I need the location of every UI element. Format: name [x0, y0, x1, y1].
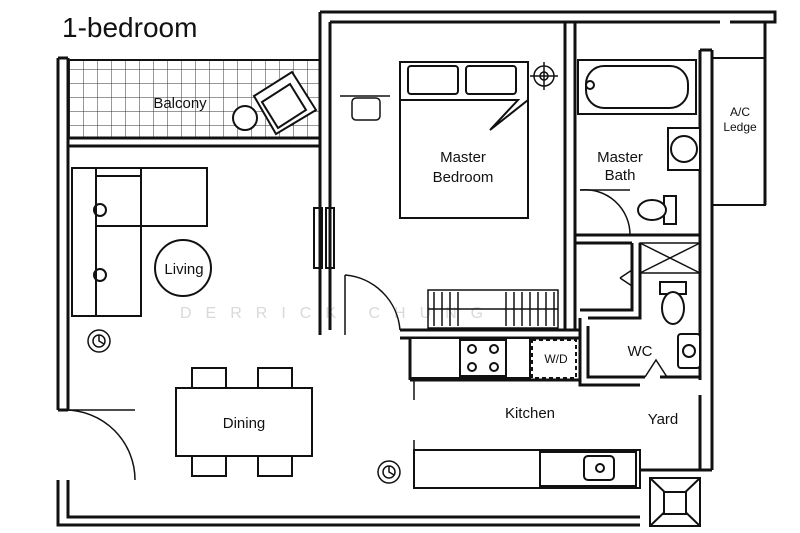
bath-sink: [667, 127, 701, 171]
bath-toilet: [637, 195, 677, 225]
dining-set: [175, 367, 313, 477]
plan-title: 1-bedroom: [62, 12, 198, 43]
desk-chair: [340, 95, 390, 121]
label-ac-ledge-1: A/C: [730, 105, 750, 119]
wc-door: [644, 358, 668, 378]
clock-icon: [87, 329, 111, 353]
ac-ledge: [711, 57, 766, 206]
label-master-bath-1: Master: [597, 149, 643, 166]
living-table: [154, 239, 212, 297]
label-wc: WC: [628, 343, 653, 360]
label-master-bedroom-2: Bedroom: [433, 169, 494, 186]
label-dining: Dining: [223, 415, 266, 432]
wardrobe: [427, 289, 559, 329]
sofa: [71, 167, 208, 317]
balcony-chair: [232, 70, 318, 136]
yard-shaft: [649, 477, 701, 527]
shower: [639, 242, 701, 274]
watermark: DERRICK CHUNG: [180, 305, 497, 322]
master-bed: [399, 61, 529, 219]
bathtub: [577, 59, 697, 115]
bath-door: [579, 188, 633, 287]
label-yard: Yard: [648, 411, 679, 428]
kitchen-counter-bottom: [413, 449, 641, 489]
label-master-bedroom-1: Master: [440, 149, 486, 166]
wc-toilet: [659, 281, 687, 325]
bedroom-door: [344, 274, 401, 335]
wc-sink: [677, 333, 701, 369]
label-master-bath-2: Bath: [605, 167, 636, 184]
entrance-door: [62, 409, 136, 481]
kitchen-wall: [408, 338, 580, 382]
label-ac-ledge-2: Ledge: [723, 120, 757, 134]
label-living: Living: [164, 261, 203, 278]
bedroom-walls: [318, 22, 580, 340]
label-balcony: Balcony: [153, 95, 207, 112]
label-wd: W/D: [544, 352, 568, 366]
kitchen-counter-top: [409, 337, 577, 379]
clock-icon-kitchen: [377, 460, 401, 484]
label-kitchen: Kitchen: [505, 405, 555, 422]
lamp-icon: [530, 62, 558, 90]
